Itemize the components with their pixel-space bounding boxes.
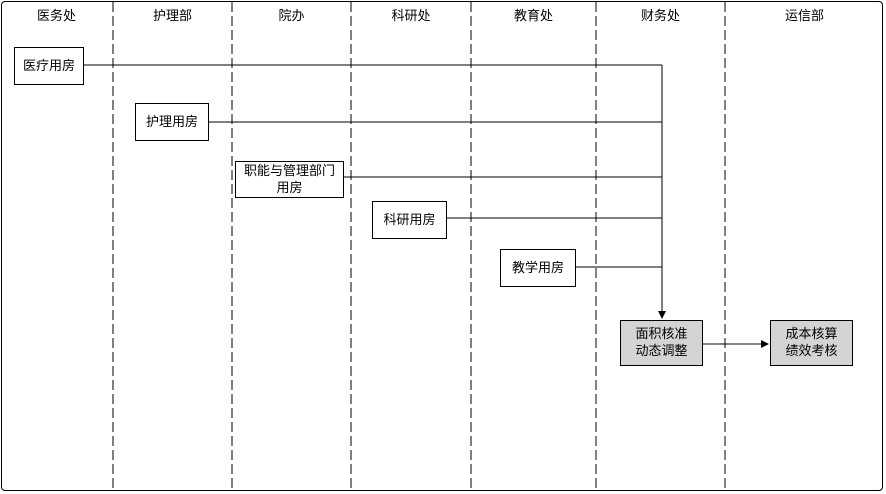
- node-nursing-rooms: 护理用房: [135, 103, 209, 141]
- lane-header-nursing: 护理部: [152, 9, 192, 24]
- lane-header-education: 教育处: [513, 9, 553, 24]
- node-area-adjust: 面积核准动态调整: [620, 320, 703, 366]
- node-research-rooms: 科研用房: [372, 201, 447, 239]
- node-medical-rooms: 医疗用房: [14, 47, 84, 85]
- lane-header-ops: 运信部: [784, 9, 824, 24]
- lane-header-medical: 医务处: [36, 9, 76, 24]
- node-admin-rooms: 职能与管理部门用房: [235, 161, 344, 198]
- lane-header-office: 院办: [278, 9, 305, 24]
- node-cost-accounting: 成本核算绩效考核: [770, 320, 853, 366]
- lane-header-finance: 财务处: [640, 9, 680, 24]
- node-teaching-rooms: 教学用房: [500, 249, 576, 287]
- lane-header-research: 科研处: [391, 9, 431, 24]
